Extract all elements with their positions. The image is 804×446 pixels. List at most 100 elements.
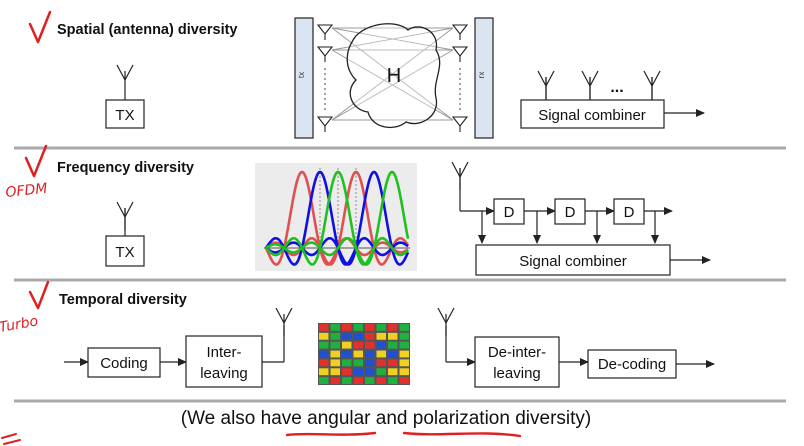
interleaving-grid-cell — [376, 350, 386, 358]
interleaving-grid-cell — [376, 341, 386, 349]
interleaving-grid-cell — [342, 332, 352, 340]
interleaving-grid-cell — [388, 368, 398, 376]
interleaving-grid-cell — [365, 332, 375, 340]
interleaving-grid-cell — [353, 341, 363, 349]
interleaving-grid-cell — [365, 341, 375, 349]
interleaving-grid-cell — [376, 359, 386, 367]
rx-panel-label: rx — [477, 72, 486, 79]
checkmark-icon — [24, 144, 48, 178]
interleaving-grid-cell — [330, 359, 340, 367]
deinterleaving-block — [474, 336, 560, 388]
antenna-icon — [275, 307, 293, 337]
checkmark-icon — [28, 280, 50, 310]
ofdm-subcarriers — [264, 168, 410, 266]
interleaving-grid-cell — [342, 359, 352, 367]
interleaving-grid-cell — [319, 350, 329, 358]
interleaving-grid-cell — [388, 332, 398, 340]
tx-antenna-icon — [317, 24, 333, 41]
more-antennas-ellipsis: ... — [610, 79, 623, 96]
interleaving-grid-cell — [330, 324, 340, 331]
interleaving-label-line2: leaving — [200, 365, 248, 382]
interleaving-grid-cell — [330, 341, 340, 349]
interleaving-grid-cell — [376, 368, 386, 376]
interleaving-grid-cell — [365, 377, 375, 384]
channel-matrix-label: H — [387, 65, 401, 87]
delay-block-1-label: D — [504, 204, 515, 221]
interleaving-grid-cell — [399, 341, 409, 349]
subcarrier-curve — [265, 170, 410, 266]
interleaving-grid-cell — [353, 377, 363, 384]
interleaving-grid-cell — [376, 324, 386, 331]
tx-antenna-panel — [294, 17, 314, 139]
delay-block-2 — [554, 198, 586, 225]
interleaving-grid-cell — [365, 368, 375, 376]
coding-label: Coding — [100, 355, 148, 372]
interleaving-grid-cell — [365, 350, 375, 358]
interleaving-grid-cell — [399, 359, 409, 367]
channel-cloud — [346, 23, 441, 129]
decoding-block — [587, 349, 677, 379]
tx-antenna-icon — [317, 116, 333, 133]
interleaving-grid-cell — [388, 359, 398, 367]
frequency-tx-label: TX — [115, 244, 134, 261]
handwritten-ofdm-note: OFDM — [5, 181, 48, 201]
interleaving-grid-cell — [388, 324, 398, 331]
interleaving-grid-cell — [319, 324, 329, 331]
interleaving-grid-cell — [319, 332, 329, 340]
interleaving-grid-cell — [330, 377, 340, 384]
antenna-icon — [116, 64, 134, 94]
frequency-heading: Frequency diversity — [57, 160, 194, 176]
interleaving-grid-cell — [353, 324, 363, 331]
coding-block — [87, 347, 161, 378]
interleaving-grid-cell — [330, 350, 340, 358]
deinterleaving-label-line1: De-inter- — [488, 344, 546, 361]
interleaving-grid-cell — [353, 332, 363, 340]
interleaving-grid-cell — [399, 324, 409, 331]
interleaving-block — [185, 335, 263, 388]
spatial-combiner-label: Signal combiner — [538, 107, 646, 124]
decoding-label: De-coding — [598, 356, 666, 373]
interleaving-grid-cell — [319, 377, 329, 384]
interleaving-grid-cell — [353, 359, 363, 367]
frequency-combiner-label: Signal combiner — [519, 253, 627, 270]
interleaving-grid-cell — [342, 350, 352, 358]
interleaving-grid — [318, 323, 410, 385]
channel-paths — [331, 27, 454, 121]
interleaving-grid-cell — [376, 377, 386, 384]
interleaving-grid-cell — [399, 377, 409, 384]
interleaving-grid-cell — [399, 332, 409, 340]
interleaving-grid-cell — [342, 341, 352, 349]
interleaving-grid-cell — [342, 377, 352, 384]
delay-block-3-label: D — [624, 204, 635, 221]
subcarrier-curve — [265, 170, 409, 266]
interleaving-grid-cell — [353, 368, 363, 376]
temporal-heading: Temporal diversity — [59, 292, 187, 308]
underline-angular — [285, 431, 377, 437]
rx-antenna-icon — [452, 46, 468, 63]
interleaving-grid-cell — [388, 350, 398, 358]
interleaving-grid-cell — [319, 359, 329, 367]
red-scribble — [1, 433, 21, 445]
footer-note: (We also have angular and polarization d… — [181, 408, 591, 429]
interleaving-grid-cell — [388, 377, 398, 384]
interleaving-grid-cell — [342, 324, 352, 331]
interleaving-grid-cell — [319, 368, 329, 376]
interleaving-grid-cell — [365, 359, 375, 367]
handwritten-turbo-note: Turbo — [0, 313, 39, 336]
interleaving-grid-cell — [388, 341, 398, 349]
rx-antenna-panel — [474, 17, 494, 139]
subcarrier-curve — [265, 170, 410, 266]
tx-antenna-icon — [317, 46, 333, 63]
interleaving-grid-cell — [399, 368, 409, 376]
interleaving-grid-cell — [330, 332, 340, 340]
interleaving-label-line1: Inter- — [206, 344, 241, 361]
rx-antenna-icon — [452, 116, 468, 133]
frequency-tx-box — [105, 235, 145, 267]
deinterleaving-label-line2: leaving — [493, 365, 541, 382]
interleaving-grid-cell — [353, 350, 363, 358]
spatial-heading: Spatial (antenna) diversity — [57, 22, 238, 38]
underline-polarization — [402, 431, 522, 438]
interleaving-grid-cell — [330, 368, 340, 376]
spatial-signal-combiner — [520, 99, 665, 129]
